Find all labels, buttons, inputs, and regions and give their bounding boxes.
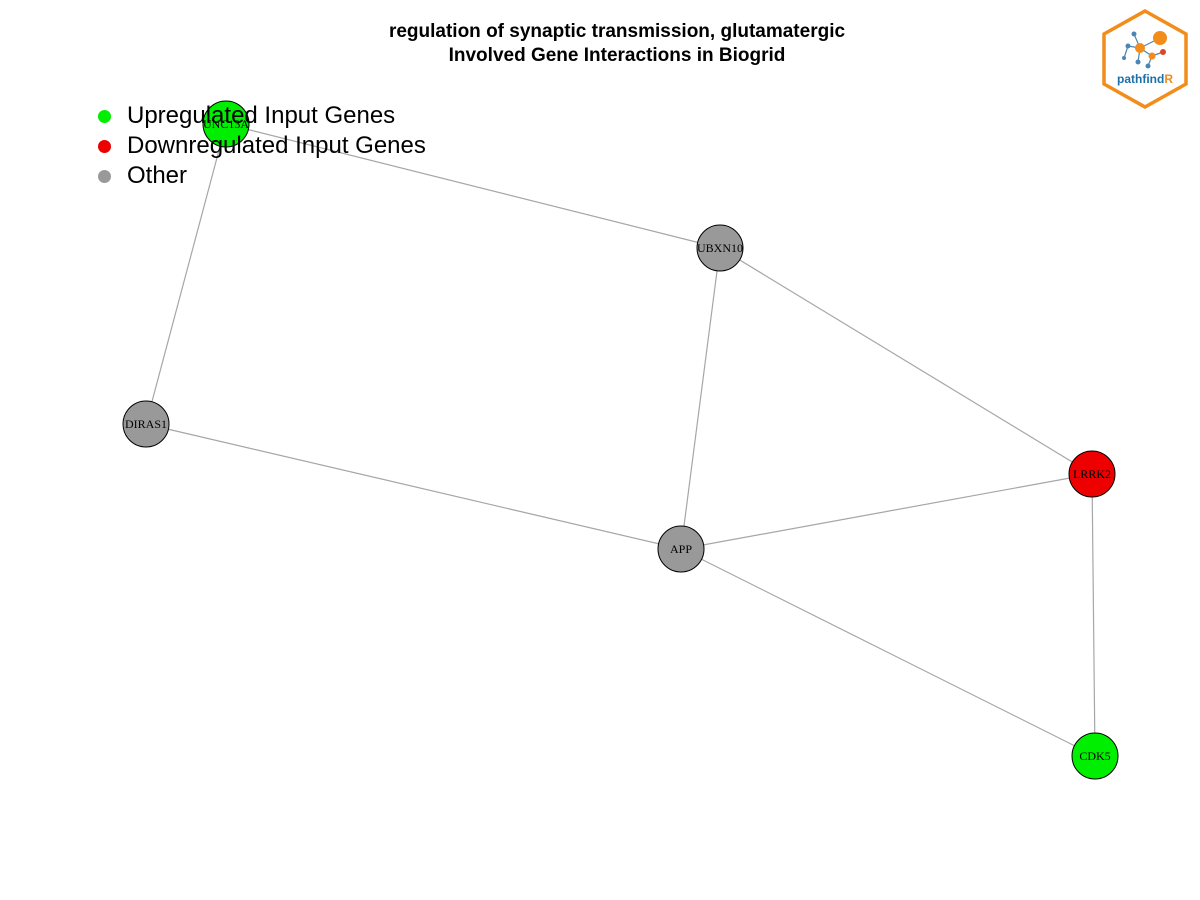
legend-item-downregulated: Downregulated Input Genes xyxy=(98,131,426,161)
edges-layer xyxy=(145,123,1096,757)
node-cdk5[interactable]: CDK5 xyxy=(1071,732,1119,780)
logo-text: pathfindR xyxy=(1117,72,1173,86)
pathfindr-logo: pathfindR xyxy=(1102,8,1188,110)
node-circle-unc13a xyxy=(202,100,250,148)
node-label-unc13a: UNC13A xyxy=(203,117,249,131)
node-label-ubxn10: UBXN10 xyxy=(697,241,743,255)
node-circle-cdk5 xyxy=(1071,732,1119,780)
edge-ubxn10-lrrk2 xyxy=(719,247,1093,475)
edge-lrrk2-cdk5 xyxy=(1091,473,1096,757)
node-ubxn10[interactable]: UBXN10 xyxy=(696,224,744,272)
logo-text-main: pathfind xyxy=(1117,72,1164,86)
legend: Upregulated Input Genes Downregulated In… xyxy=(98,101,426,191)
edge-app-cdk5 xyxy=(680,548,1096,757)
edge-ubxn10-app xyxy=(680,247,721,550)
legend-label-downregulated: Downregulated Input Genes xyxy=(127,132,426,159)
node-label-app: APP xyxy=(670,542,692,556)
node-lrrk2[interactable]: LRRK2 xyxy=(1068,450,1116,498)
edge-unc13a-ubxn10 xyxy=(225,123,721,249)
title-line-1: regulation of synaptic transmission, glu… xyxy=(388,21,846,42)
node-circle-app xyxy=(657,525,705,573)
legend-dot-downregulated xyxy=(98,139,111,153)
legend-label-other: Other xyxy=(127,162,188,189)
node-label-cdk5: CDK5 xyxy=(1079,749,1110,763)
legend-item-other: Other xyxy=(98,161,426,191)
chart-title: regulation of synaptic transmission, glu… xyxy=(0,20,1200,68)
legend-dot-other xyxy=(98,169,111,183)
node-label-lrrk2: LRRK2 xyxy=(1073,467,1111,481)
edge-unc13a-diras1 xyxy=(145,123,227,425)
node-diras1[interactable]: DIRAS1 xyxy=(122,400,170,448)
node-app[interactable]: APP xyxy=(657,525,705,573)
node-circle-ubxn10 xyxy=(696,224,744,272)
node-unc13a[interactable]: UNC13A xyxy=(202,100,250,148)
legend-label-upregulated: Upregulated Input Genes xyxy=(127,102,396,129)
logo-network-nodes xyxy=(1122,31,1167,69)
edge-app-lrrk2 xyxy=(680,473,1093,550)
legend-item-upregulated: Upregulated Input Genes xyxy=(98,101,426,131)
logo-hexagon xyxy=(1102,8,1188,110)
logo-text-accent: R xyxy=(1164,72,1173,86)
node-label-diras1: DIRAS1 xyxy=(125,417,167,431)
node-circle-diras1 xyxy=(122,400,170,448)
legend-dot-upregulated xyxy=(98,109,111,123)
title-line-2: Involved Gene Interactions in Biogrid xyxy=(448,45,786,66)
node-circle-lrrk2 xyxy=(1068,450,1116,498)
edge-diras1-app xyxy=(145,423,682,550)
